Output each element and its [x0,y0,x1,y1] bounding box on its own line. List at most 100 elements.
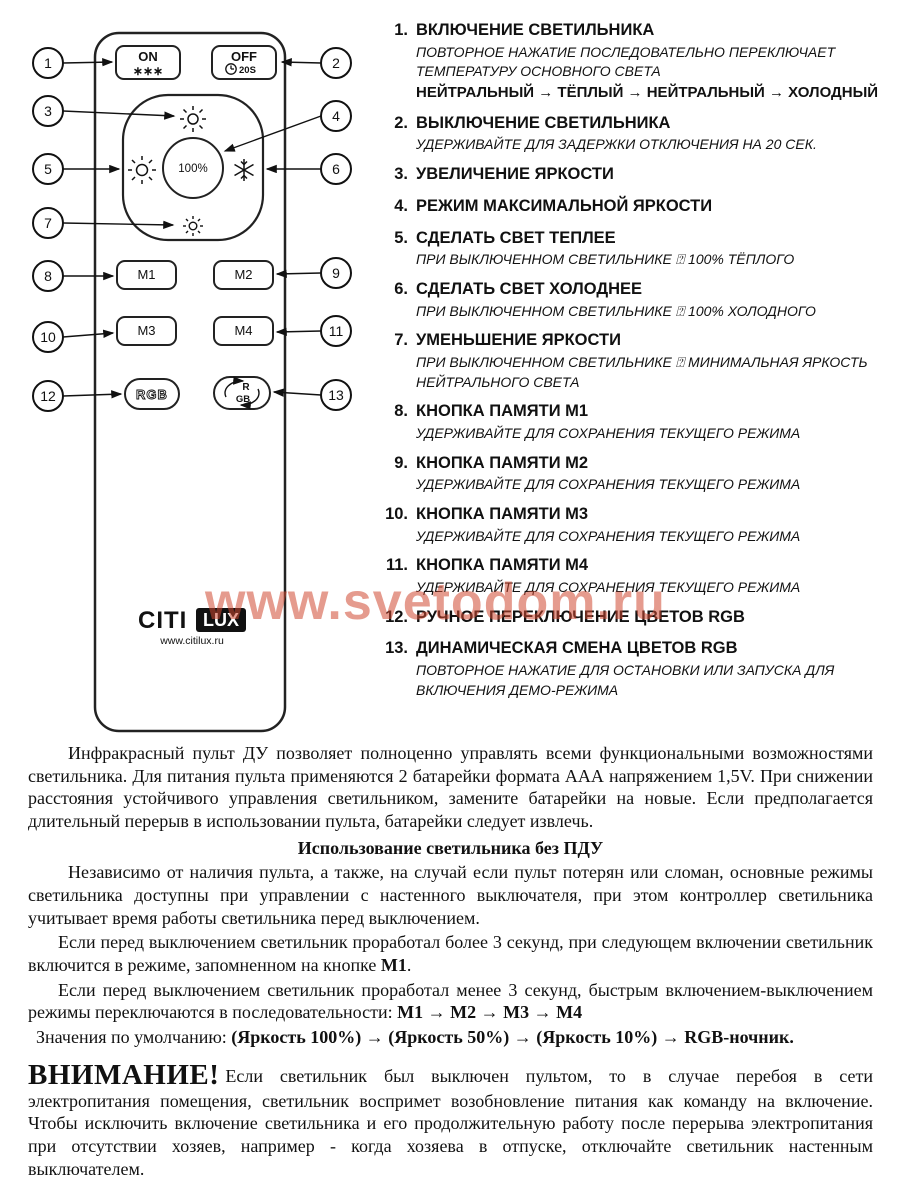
instruction-number: 6. [394,279,408,298]
off-timer-label: 20S [239,65,256,76]
instruction-desc: ПОВТОРНОЕ НАЖАТИЕ ДЛЯ ОСТАНОВКИ ИЛИ ЗАПУ… [416,662,835,698]
instruction-number: 7. [394,331,408,350]
instruction-item-5: 5.СДЕЛАТЬ СВЕТ ТЕПЛЕЕ ПРИ ВЫКЛЮЧЕННОМ СВ… [374,226,890,270]
off-button: OFF 20S [211,45,277,80]
instruction-desc: УДЕРЖИВАЙТЕ ДЛЯ СОХРАНЕНИЯ ТЕКУЩЕГО РЕЖИ… [416,578,801,595]
instruction-desc: УДЕРЖИВАЙТЕ ДЛЯ СОХРАНЕНИЯ ТЕКУЩЕГО РЕЖИ… [416,424,801,441]
citilux-logo: CITI LUX www.citilux.ru [138,607,246,647]
callout-9: 9 [332,265,340,281]
memory-buttons [116,260,274,346]
off-button-label: OFF [231,49,257,64]
instruction-item-1: 1.ВКЛЮЧЕНИЕ СВЕТИЛЬНИКА ПОВТОРНОЕ НАЖАТИ… [374,18,890,104]
defaults-label: Значения по умолчанию: [36,1027,232,1048]
instruction-item-6: 6.СДЕЛАТЬ СВЕТ ХОЛОДНЕЕ ПРИ ВЫКЛЮЧЕННОМ … [374,277,890,321]
usage-p2-bold: М1 [380,955,407,976]
on-button: ON ∗∗∗ [115,45,181,80]
instruction-item-7: 7. УМЕНЬШЕНИЕ ЯРКОСТИ ПРИ ВЫКЛЮЧЕННОМ СВЕ… [374,328,890,392]
instruction-item-13: 13. ДИНАМИЧЕСКАЯ СМЕНА ЦВЕТОВ RGB ПОВТОРН… [374,636,890,700]
instruction-item-8: 8. КНОПКА ПАМЯТИ М1 УДЕРЖИВАЙТЕ ДЛЯ СОХРА… [374,399,890,443]
brightness-down-sun-icon [183,216,203,236]
instruction-number: 11. [385,556,408,575]
m2-label: M2 [234,267,252,282]
instruction-number: 1. [394,21,408,39]
cold-snowflake-icon [234,159,254,181]
callout-lines [62,58,322,399]
control-pad: 100% [121,93,265,242]
callout-7: 7 [44,215,52,231]
callout-13: 13 [328,387,344,403]
max-brightness-button [162,137,224,199]
callout-1: 1 [44,55,52,71]
instruction-number: 8. [394,402,408,421]
instruction-number: 12. [385,607,408,626]
instruction-title: ВЫКЛЮЧЕНИЕ СВЕТИЛЬНИКА [416,113,671,132]
instruction-desc: УДЕРЖИВАЙТЕ ДЛЯ СОХРАНЕНИЯ ТЕКУЩЕГО РЕЖИ… [416,476,801,493]
instruction-number: 13. [385,639,408,658]
brightness-up-sun-icon [180,106,206,132]
callout-4: 4 [332,108,340,124]
instruction-title: КНОПКА ПАМЯТИ М3 [416,504,589,523]
instruction-item-2: 2.ВЫКЛЮЧЕНИЕ СВЕТИЛЬНИКА УДЕРЖИВАЙТЕ ДЛЯ… [374,111,890,155]
cycle-arrows-icon [224,376,260,410]
instruction-title: КНОПКА ПАМЯТИ М2 [416,453,589,472]
m3-label: M3 [137,323,155,338]
remote-illustration: ON ∗∗∗ OFF 20S 100% [0,0,370,740]
usage-paragraph-2: Если перед выключением светильник прораб… [28,931,873,976]
instruction-number: 3. [394,165,408,184]
rgb-dynamic-button: R GB [213,376,271,410]
instruction-desc: УДЕРЖИВАЙТЕ ДЛЯ СОХРАНЕНИЯ ТЕКУЩЕГО РЕЖИ… [416,527,801,544]
timer-clock-icon [225,63,237,75]
m1-label: M1 [137,267,155,282]
instruction-title: СДЕЛАТЬ СВЕТ ХОЛОДНЕЕ [416,279,643,298]
on-button-label: ON [138,49,158,64]
instruction-item-4: 4. РЕЖИМ МАКСИМАЛЬНОЙ ЯРКОСТИ [374,194,890,219]
callout-11: 11 [329,323,344,339]
warm-sun-icon [128,156,156,184]
brand-citi-text: CITI [138,607,187,634]
instruction-desc: УДЕРЖИВАЙТЕ ДЛЯ ЗАДЕРЖКИ ОТКЛЮЧЕНИЯ НА 2… [416,136,817,153]
usage-p3-sequence: М1 → М2 → М3 → М4 [397,1002,583,1023]
on-stars-icon: ∗∗∗ [133,64,163,78]
rgb-label: RGB [136,387,168,402]
instruction-title: РУЧНОЕ ПЕРЕКЛЮЧЕНИЕ ЦВЕТОВ RGB [416,607,745,626]
instruction-title: ВКЛЮЧЕНИЕ СВЕТИЛЬНИКА [416,21,655,39]
usage-p2-text: Если перед выключением светильник прораб… [28,932,873,976]
attention-title: ВНИМАНИЕ! [28,1058,220,1091]
usage-paragraph-1: Независимо от наличия пульта, а также, н… [28,862,873,928]
usage-p2-period: . [406,955,412,976]
instruction-title: КНОПКА ПАМЯТИ М1 [416,402,589,421]
instruction-number: 5. [394,228,408,247]
instruction-number: 9. [394,453,408,472]
callout-8: 8 [44,268,52,284]
body-text: Инфракрасный пульт ДУ позволяет полноцен… [28,742,873,1182]
instruction-item-9: 9. КНОПКА ПАМЯТИ М2 УДЕРЖИВАЙТЕ ДЛЯ СОХРА… [374,451,890,495]
remote-svg: ON ∗∗∗ OFF 20S 100% [32,31,352,733]
instruction-item-11: 11.КНОПКА ПАМЯТИ М4 УДЕРЖИВАЙТЕ ДЛЯ СОХР… [374,553,890,597]
instruction-title: ДИНАМИЧЕСКАЯ СМЕНА ЦВЕТОВ RGB [416,639,738,658]
usage-paragraph-3: Если перед выключением светильник прораб… [28,979,873,1024]
instruction-item-10: 10. КНОПКА ПАМЯТИ М3 УДЕРЖИВАЙТЕ ДЛЯ СОХР… [374,502,890,546]
m2-button [213,260,274,290]
rgb-manual-button: RGB [124,378,180,410]
defaults-line: Значения по умолчанию: (Яркость 100%) → … [28,1026,873,1049]
brand-url: www.citilux.ru [159,635,224,647]
instruction-number: 4. [394,196,408,215]
callout-10: 10 [40,329,56,345]
instruction-title: РЕЖИМ МАКСИМАЛЬНОЙ ЯРКОСТИ [416,196,713,215]
instruction-item-12: 12. РУЧНОЕ ПЕРЕКЛЮЧЕНИЕ ЦВЕТОВ RGB [374,605,890,630]
attention-text: Если светильник был выключен пультом, то… [28,1065,873,1179]
instruction-note: НЕЙТРАЛЬНЫЙ → ТЁПЛЫЙ → НЕЙТРАЛЬНЫЙ → ХОЛ… [416,83,879,101]
max-brightness-label: 100% [178,163,207,175]
instruction-list: 1. ВКЛЮЧЕНИЕ СВЕТИЛЬНИКА ПОВТОРНОЕ НАЖАТИ… [374,18,890,707]
brand-lux-text: LUX [203,610,239,630]
instruction-title: СДЕЛАТЬ СВЕТ ТЕПЛЕЕ [416,228,616,247]
instruction-number: 10. [385,504,408,523]
m4-label: M4 [234,323,252,338]
attention-paragraph: ВНИМАНИЕ!Если светильник был выключен пу… [28,1058,873,1181]
instruction-title: УМЕНЬШЕНИЕ ЯРКОСТИ [416,331,621,350]
instruction-title: УВЕЛИЧЕНИЕ ЯРКОСТИ [416,165,614,184]
callout-2: 2 [332,55,340,71]
instruction-desc: ПРИ ВЫКЛЮЧЕННОМ СВЕТИЛЬНИКЕ ⍰ МИНИМАЛЬНА… [416,353,868,390]
callout-12: 12 [40,388,56,404]
